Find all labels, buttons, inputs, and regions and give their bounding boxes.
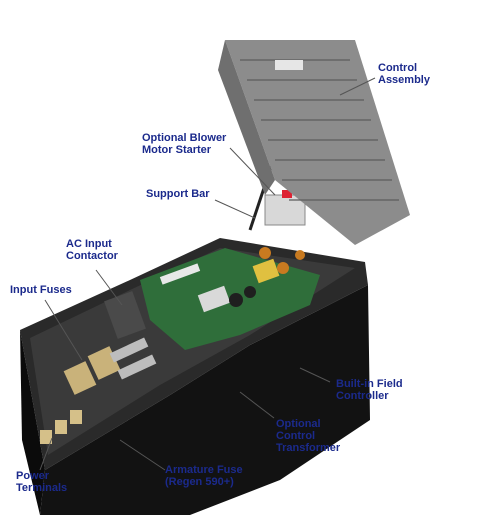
pcb-coil [295,250,305,260]
label-optional-control-transformer: Optional Control Transformer [276,418,341,454]
label-control-assembly: Control Assembly [378,62,430,86]
leader-control-transformer [239,391,275,419]
contactor [104,291,146,339]
leader-blower [229,147,276,196]
label-armature-fuse: Armature Fuse (Regen 590+) [165,464,243,488]
leader-ac-input [95,269,123,306]
label-optional-blower-motor-starter: Optional Blower Motor Starter [142,132,227,156]
power-terminal [70,410,82,424]
busbar [109,337,149,363]
pcb-coil [259,247,271,259]
control-assembly-connector [275,60,303,70]
chassis-front-panel [40,285,370,515]
leader-field-controller [299,367,331,383]
leader-power-terminals [39,437,53,471]
control-assembly-lid [225,40,410,245]
label-support-bar: Support Bar [146,188,210,200]
label-input-fuses: Input Fuses [10,284,72,296]
label-ac-input-contactor: AC Input Contactor [66,238,118,262]
blower-starter-button [282,190,292,198]
leader-armature-fuse [119,439,166,471]
heatsink-grille [240,59,399,201]
pcb-coil [277,262,289,274]
label-built-in-field-controller: Built-in Field Controller [336,378,403,402]
leader-lines [39,77,376,471]
label-power-terminals: Power Terminals [16,470,68,494]
pcb-component [197,285,231,313]
busbar [117,354,157,380]
leader-input-fuses [44,299,83,361]
leader-control-assembly [339,77,376,96]
power-terminal [40,430,52,444]
pcb-connector [159,263,201,285]
control-assembly-side [218,40,275,195]
power-terminal [55,420,67,434]
pcb-capacitor [244,286,256,298]
input-fuse [63,361,97,395]
pcb-component [252,258,280,284]
chassis-left-side [20,330,45,515]
leader-support-bar [214,199,256,219]
pcb-capacitor [229,293,243,307]
